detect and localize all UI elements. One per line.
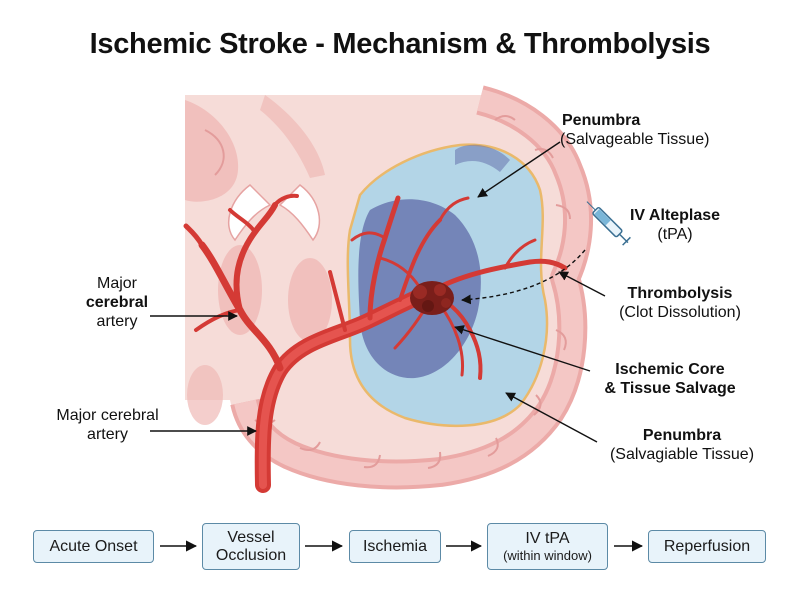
- page-title: Ischemic Stroke - Mechanism & Thrombolys…: [89, 28, 711, 60]
- clot-icon: [410, 281, 454, 315]
- syringe-icon: [586, 201, 631, 246]
- label-artery-lower: Major cerebral artery: [56, 407, 159, 443]
- label-ischemic-core: Ischemic Core & Tissue Salvage: [604, 361, 736, 397]
- label-penumbra-bottom: Penumbra (Salvagiable Tissue): [609, 427, 755, 463]
- flow-step-iv-tpa: IV tPA (within window): [487, 523, 608, 570]
- flow-step-acute-onset: Acute Onset: [33, 530, 154, 563]
- flow-step-vessel-occlusion: Vessel Occlusion: [202, 523, 300, 570]
- pointer-arrows: [150, 141, 606, 443]
- flow-step-reperfusion: Reperfusion: [648, 530, 766, 563]
- label-thrombolysis: Thrombolysis (Clot Dissolution): [619, 285, 741, 321]
- flow-step-ischemia: Ischemia: [349, 530, 441, 563]
- label-penumbra-top: Penumbra (Salvageable Tissue): [560, 112, 710, 148]
- label-artery-upper: Major cerebral artery: [85, 275, 149, 330]
- label-iv-alteplase: IV Alteplase (tPA): [629, 207, 721, 243]
